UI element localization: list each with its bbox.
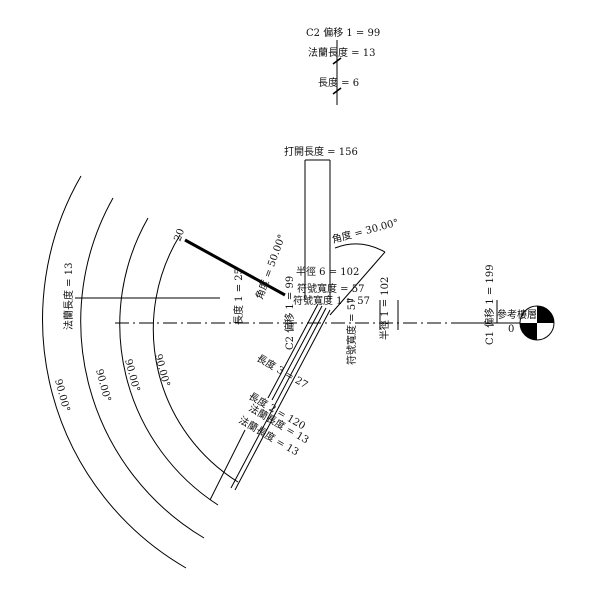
arc-angle-2: 90.00°: [93, 368, 112, 403]
angle-left-label: 角度 = 50.00°: [253, 232, 289, 301]
length1-label: 長度 1 = 25: [232, 268, 245, 325]
top-length-label: 長度 = 6: [318, 76, 359, 89]
arc-angle-3: 90.00°: [122, 358, 141, 393]
ref-level-value: 0: [508, 324, 514, 335]
top-flange-label: 法蘭長度 = 13: [308, 46, 375, 59]
c1-offset-label: C1 偏移 1 = 199: [483, 264, 496, 345]
arc-angle-1: 90.00°: [52, 378, 71, 413]
bend-arcs: [42, 175, 239, 569]
symbol-width-label: 符號寬度 = 57: [297, 282, 364, 295]
radius6-label: 半徑 6 = 102: [296, 265, 359, 278]
angle-top-label: 角度 = 30.00°: [330, 216, 399, 246]
arc-angle-4: 90.00°: [152, 353, 171, 388]
angle-top-leg: [329, 251, 386, 316]
symbol-width-vertical-label: 符號寬度 = 57: [345, 298, 358, 365]
angle-top-arc: [334, 243, 386, 253]
top-offset-label: C2 偏移 1 = 99: [306, 26, 380, 39]
radius1-label: 半徑 1 = 102: [378, 277, 391, 340]
c2-offset-label: C2 偏移 1 = 99: [283, 276, 296, 350]
branch-pipe: [184, 238, 286, 297]
open-length-label: 打開長度 = 156: [284, 145, 358, 158]
main-pipe: [209, 303, 331, 501]
length3-label: 長度 3 = 27: [255, 351, 311, 391]
ref-level-name: 參考樓層: [497, 308, 537, 321]
flange-left-label: 法蘭長度 = 13: [62, 263, 75, 330]
symbol-width1-label: 符號寬度 1 = 57: [293, 294, 370, 307]
reference-level-marker[interactable]: [465, 305, 555, 341]
